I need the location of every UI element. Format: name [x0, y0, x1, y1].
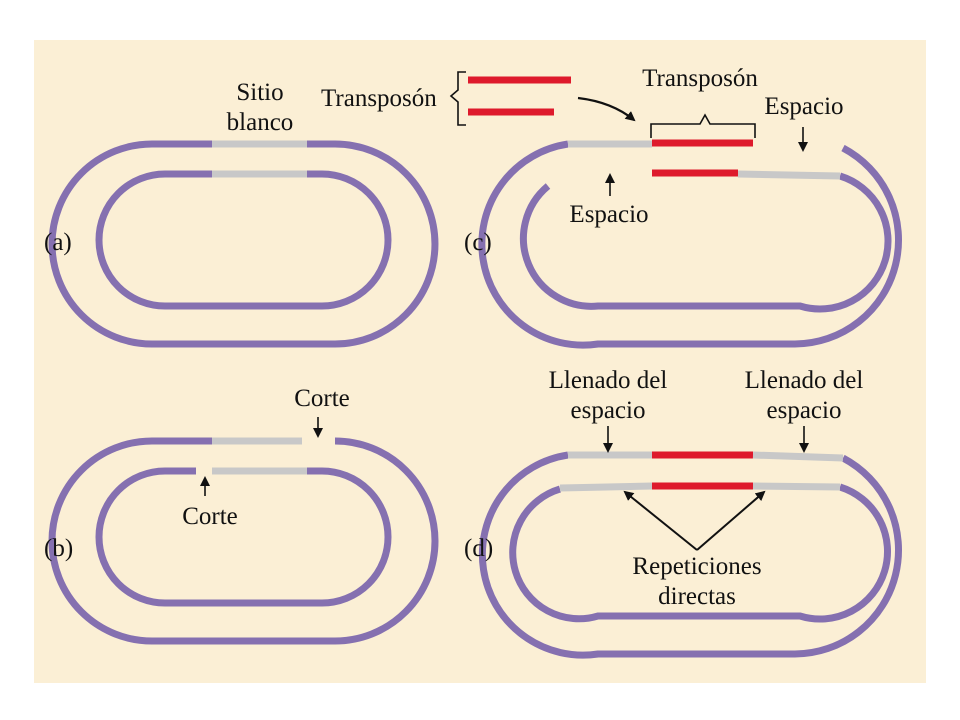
- panel-d-outer-fill-right: [752, 451, 844, 462]
- direct-repeats-label-line2: directas: [658, 583, 736, 610]
- panel-d-inner-strand: [509, 483, 891, 623]
- panel-c-outer-strand: [478, 140, 902, 349]
- direct-repeat-arrow-left: [623, 490, 698, 551]
- panel-c-inner-strand: [519, 172, 892, 313]
- target-site-label-line2: blanco: [227, 109, 294, 136]
- panel-c-inner-gray-segment: [737, 170, 841, 180]
- panel-b-outer-strand-left: [48, 437, 439, 645]
- cut-label-top: Corte: [294, 385, 350, 412]
- inserted-transposon-bracket: [650, 113, 756, 138]
- panel-b-tag: (b): [44, 535, 73, 562]
- panel-a-tag: (a): [44, 229, 72, 256]
- gap-label-left: Espacio: [569, 201, 648, 228]
- panel-d-inner-fill-left: [559, 482, 653, 492]
- insertion-curved-arrow: [577, 96, 636, 122]
- gap-fill-right-line1: Llenado del: [745, 367, 864, 394]
- panel-c-tag: (c): [464, 229, 492, 256]
- panel-c: (c) Transposón Transposón Espacio Espaci…: [321, 65, 902, 349]
- panel-a: (a) Sitio blanco: [44, 79, 439, 348]
- free-transposon-bracket: [449, 71, 466, 126]
- target-site-label-line1: Sitio: [236, 79, 283, 106]
- direct-repeat-arrow-right: [696, 490, 766, 551]
- panel-a-outer-strand: [48, 140, 439, 348]
- gap-fill-left-line2: espacio: [571, 397, 646, 424]
- gap-fill-right-line2: espacio: [767, 397, 842, 424]
- panel-b-inner-strand: [95, 467, 392, 607]
- gap-fill-left-line1: Llenado del: [549, 367, 668, 394]
- gap-label-right: Espacio: [764, 93, 843, 120]
- transposon-label-left: Transposón: [321, 85, 437, 112]
- direct-repeats-label-line1: Repeticiones: [632, 553, 761, 580]
- panel-d: (d) Llenado del espacio Llenado del espa…: [464, 367, 902, 659]
- panel-a-inner-strand: [95, 170, 392, 310]
- transposon-label-right: Transposón: [642, 65, 758, 92]
- panel-d-inner-fill-right: [752, 482, 841, 491]
- cut-label-bottom: Corte: [182, 503, 238, 530]
- panel-d-outer-strand: [478, 451, 902, 659]
- panel-d-tag: (d): [464, 535, 493, 562]
- panel-b: (b) Corte Corte: [44, 385, 439, 645]
